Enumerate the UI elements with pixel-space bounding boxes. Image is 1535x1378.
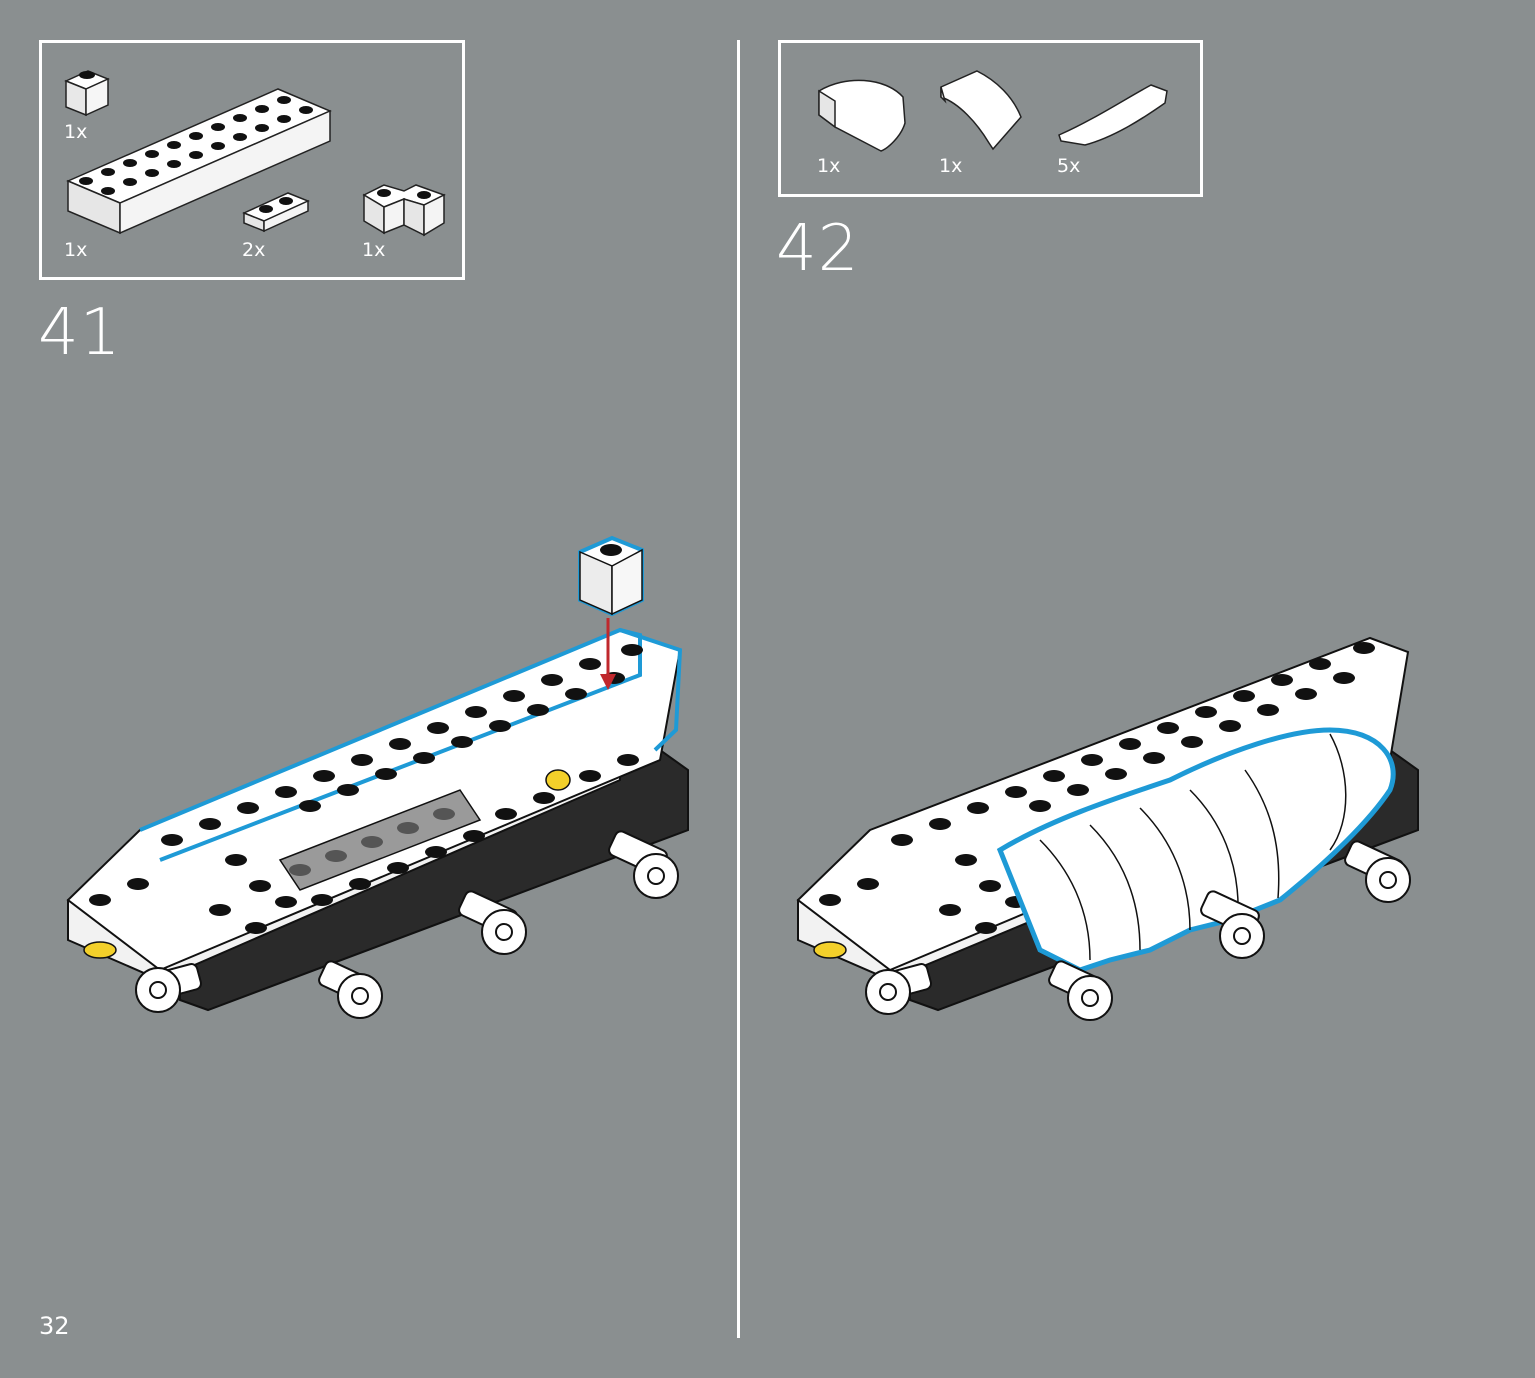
curved-slope-long-icon: [1058, 84, 1168, 146]
assembly-illustration-step-41: [66, 535, 689, 1019]
brick-2x10-icon: [66, 88, 332, 235]
step-number: 42: [776, 212, 860, 286]
plate-1x2-icon: [242, 192, 310, 233]
part-qty: 5x: [1057, 155, 1081, 177]
part-qty: 1x: [64, 239, 88, 261]
part-qty: 1x: [64, 121, 88, 143]
part-qty: 1x: [362, 239, 386, 261]
curved-slope-large-icon: [818, 79, 906, 152]
part-qty: 2x: [242, 239, 266, 261]
parts-callout-step-41: 1x 1x 2x 1x: [39, 40, 465, 280]
parts-callout-step-42: 1x 1x 5x: [778, 40, 1203, 197]
page-divider: [737, 40, 740, 1338]
part-qty: 1x: [939, 155, 963, 177]
corner-brick-icon: [362, 184, 446, 237]
step-number: 41: [38, 296, 122, 370]
assembly-illustration-step-42: [796, 636, 1419, 1021]
page-number: 32: [39, 1312, 70, 1340]
brick-1x1-icon: [64, 70, 110, 117]
curved-slope-medium-icon: [940, 70, 1022, 151]
part-qty: 1x: [817, 155, 841, 177]
